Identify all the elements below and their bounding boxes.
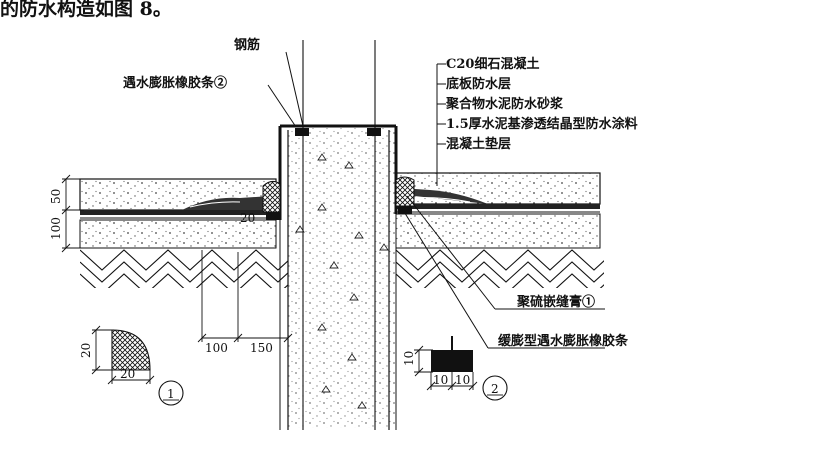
label-slow-swelling-strip: 缓膨型遇水膨胀橡胶条 bbox=[498, 333, 629, 349]
left-earth-hatch bbox=[80, 249, 288, 288]
label-polysulfide-sealant: 聚硫嵌缝膏① bbox=[516, 294, 595, 310]
label-floor-waterproof: 底板防水层 bbox=[446, 76, 511, 92]
detail-2-marker bbox=[482, 375, 508, 401]
right-earth-hatch bbox=[396, 249, 604, 288]
dim-detail2-h: 10 bbox=[402, 351, 416, 366]
label-polymer-mortar: 聚合物水泥防水砂浆 bbox=[445, 96, 564, 112]
detail-1-marker bbox=[158, 380, 184, 406]
label-crystalline-coating: 1.5厚水泥基渗透结晶型防水涂料 bbox=[446, 116, 638, 132]
label-concrete-cushion: 混凝土垫层 bbox=[446, 136, 511, 152]
left-slab bbox=[79, 178, 277, 249]
label-water-swelling-strip: 遇水膨胀橡胶条② bbox=[123, 75, 227, 91]
dim-20-gap: 20 bbox=[240, 211, 255, 225]
dimension-lines bbox=[61, 174, 293, 343]
dim-detail1-w: 20 bbox=[120, 367, 135, 381]
label-c20-concrete: C20细石混凝土 bbox=[446, 56, 539, 72]
sealant-profiles bbox=[262, 176, 415, 220]
detail-2 bbox=[414, 336, 508, 401]
dim-50: 50 bbox=[49, 189, 63, 204]
dim-detail2-w1: 10 bbox=[433, 373, 448, 387]
leader-lines bbox=[267, 51, 605, 349]
dim-detail1-h: 20 bbox=[79, 343, 93, 358]
dim-detail2-w2: 10 bbox=[455, 373, 470, 387]
dim-100-bottom: 100 bbox=[205, 341, 228, 355]
detail-2-number: 2 bbox=[491, 382, 499, 396]
detail-1 bbox=[91, 325, 184, 406]
dim-100-left: 100 bbox=[49, 217, 63, 240]
detail-1-number: 1 bbox=[167, 387, 175, 401]
right-slab bbox=[395, 172, 601, 249]
caption-text: 的防水构造如图 8。 bbox=[0, 0, 172, 20]
label-rebar: 钢筋 bbox=[234, 37, 260, 53]
pipe-column bbox=[278, 40, 398, 430]
dim-150: 150 bbox=[250, 341, 273, 355]
